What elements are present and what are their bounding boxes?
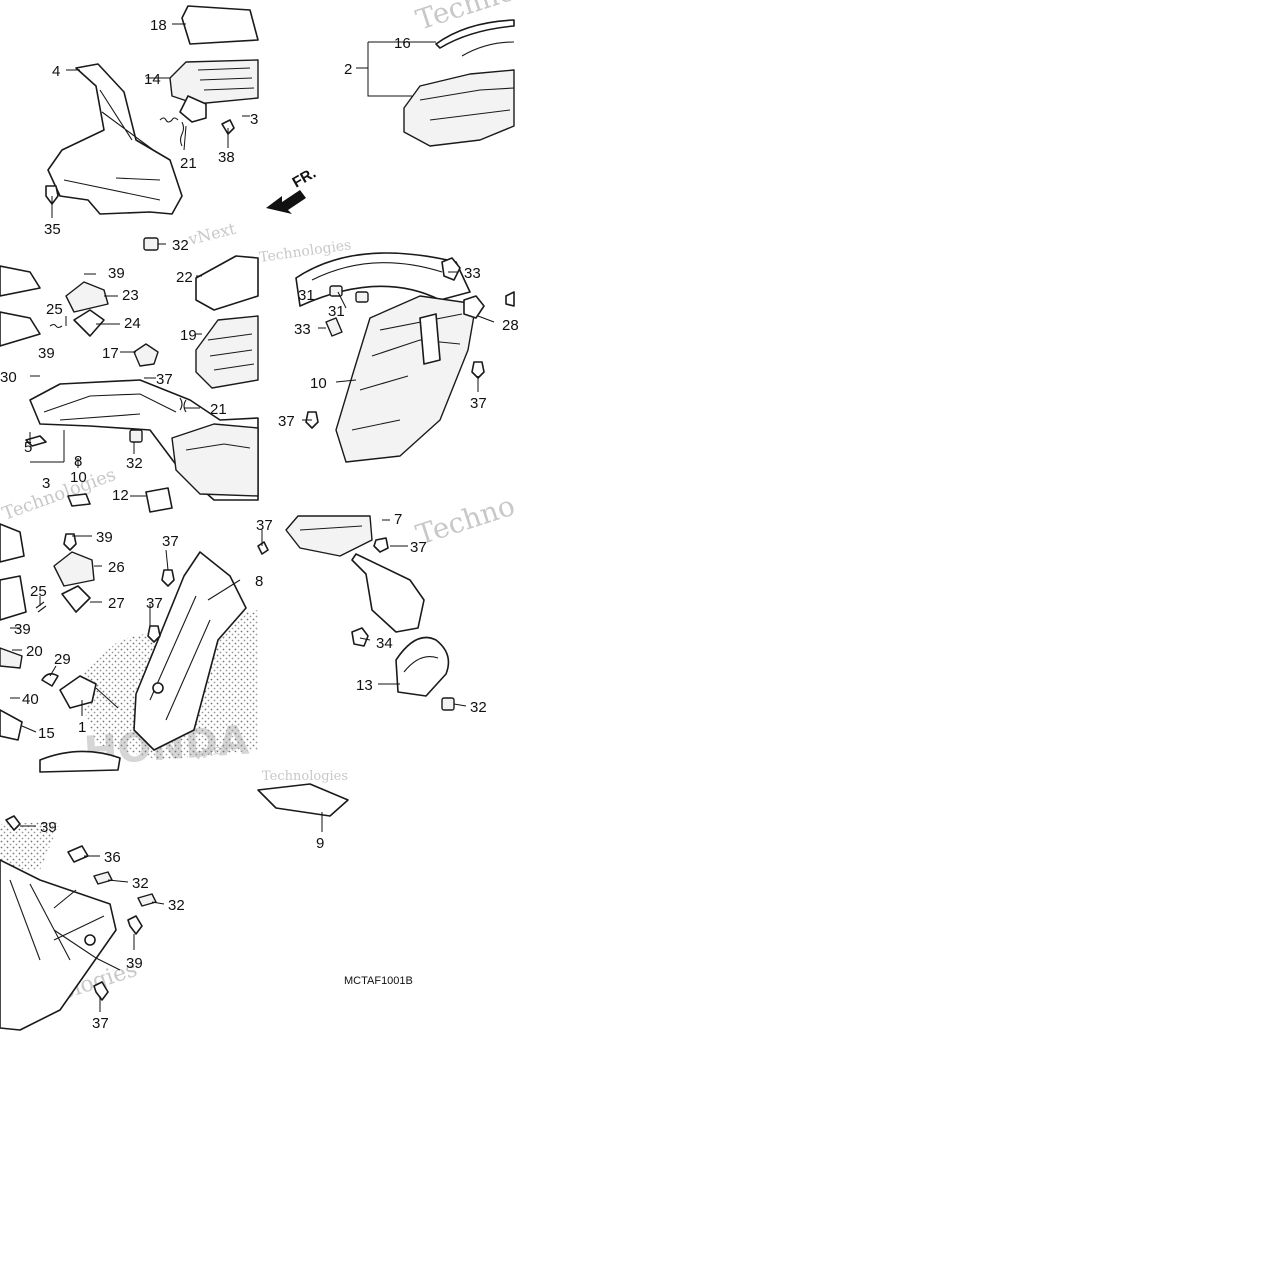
callout-27: 27 (108, 595, 125, 612)
callout-37: 37 (162, 533, 179, 550)
watermark-technologies: Technologies (0, 464, 119, 524)
callout-37: 37 (92, 1015, 109, 1032)
callout-14: 14 (144, 71, 161, 88)
callout-36: 36 (104, 849, 121, 866)
callout-32: 32 (172, 237, 189, 254)
callout-26: 26 (108, 559, 125, 576)
callout-35: 35 (44, 221, 61, 238)
callout-7: 7 (394, 511, 402, 528)
watermark-vnext: vNext (185, 219, 238, 249)
box-10 (335, 295, 477, 463)
callout-19: 19 (180, 327, 197, 344)
callout-9: 9 (316, 835, 324, 852)
callout-4: 4 (52, 63, 60, 80)
callout-28: 28 (502, 317, 519, 334)
callout-34: 34 (376, 635, 393, 652)
callout-29: 29 (54, 651, 71, 668)
callout-15: 15 (38, 725, 55, 742)
callout-33: 33 (464, 265, 481, 282)
group-top-left (45, 5, 259, 251)
hinge-27 (61, 585, 91, 613)
callout-32: 32 (126, 455, 143, 472)
hinge-26 (53, 551, 95, 587)
callout-3: 3 (42, 475, 50, 492)
callout-20: 20 (26, 643, 43, 660)
callout-labels: 18 4 14 21 38 3 35 32 16 2 39 23 22 25 2… (0, 17, 519, 1032)
callout-10: 10 (70, 469, 87, 486)
callout-37: 37 (410, 539, 427, 556)
callout-33: 33 (294, 321, 311, 338)
cover-7 (285, 515, 373, 557)
callout-39: 39 (40, 819, 57, 836)
callout-37: 37 (146, 595, 163, 612)
callout-17: 17 (102, 345, 119, 362)
diagram-code: MCTAF1001B (344, 975, 413, 987)
callout-24: 24 (124, 315, 141, 332)
cover-8 (133, 551, 247, 751)
callout-32: 32 (132, 875, 149, 892)
box-2 (403, 69, 515, 147)
bracket-13 (351, 553, 425, 633)
callout-21: 21 (210, 401, 227, 418)
group-lower-left (0, 523, 258, 773)
callout-22: 22 (176, 269, 193, 286)
hinge-24 (73, 309, 105, 337)
direction-arrow-icon: FR. (266, 165, 319, 214)
seal-16 (435, 19, 515, 49)
callout-8: 8 (255, 573, 263, 590)
tray-14 (169, 59, 259, 105)
watermark-technologies: Technologies (262, 769, 348, 784)
callout-21: 21 (180, 155, 197, 172)
callout-37: 37 (256, 517, 273, 534)
key-cylinder-1 (59, 675, 97, 709)
callout-25: 25 (30, 583, 47, 600)
callout-25: 25 (46, 301, 63, 318)
cover-lower (0, 859, 117, 1031)
callout-39: 39 (96, 529, 113, 546)
hinge-23 (65, 281, 109, 313)
callout-37: 37 (156, 371, 173, 388)
callout-3: 3 (250, 111, 258, 128)
tray-19 (195, 315, 259, 389)
part-12 (145, 487, 173, 513)
callout-37: 37 (470, 395, 487, 412)
callout-39: 39 (126, 955, 143, 972)
callout-16: 16 (394, 35, 411, 52)
group-middle-left (0, 255, 259, 513)
direction-label: FR. (290, 165, 319, 192)
callout-8: 8 (74, 453, 82, 470)
cover-4 (47, 63, 183, 215)
panel-9 (257, 783, 349, 817)
callout-12: 12 (112, 487, 129, 504)
callout-23: 23 (122, 287, 139, 304)
grommet-17 (133, 343, 159, 367)
callout-37: 37 (278, 413, 295, 430)
callout-13: 13 (356, 677, 373, 694)
callout-39: 39 (108, 265, 125, 282)
callout-32: 32 (470, 699, 487, 716)
callout-40: 40 (22, 691, 39, 708)
watermark-techno: Techno (412, 489, 519, 552)
callout-30: 30 (0, 369, 17, 386)
callout-31: 31 (328, 303, 345, 320)
callout-2: 2 (344, 61, 352, 78)
callout-39: 39 (14, 621, 31, 638)
callout-10: 10 (310, 375, 327, 392)
callout-5: 5 (24, 439, 32, 456)
callout-38: 38 (218, 149, 235, 166)
callout-18: 18 (150, 17, 167, 34)
lid-22 (195, 255, 259, 311)
lid-18 (181, 5, 259, 45)
callout-39: 39 (38, 345, 55, 362)
callout-31: 31 (298, 287, 315, 304)
group-lower-right (257, 515, 455, 817)
group-top-right: FR. (266, 19, 515, 214)
group-middle-right (295, 252, 515, 463)
callout-32: 32 (168, 897, 185, 914)
leader-lines (10, 23, 495, 1012)
callout-1: 1 (78, 719, 86, 736)
